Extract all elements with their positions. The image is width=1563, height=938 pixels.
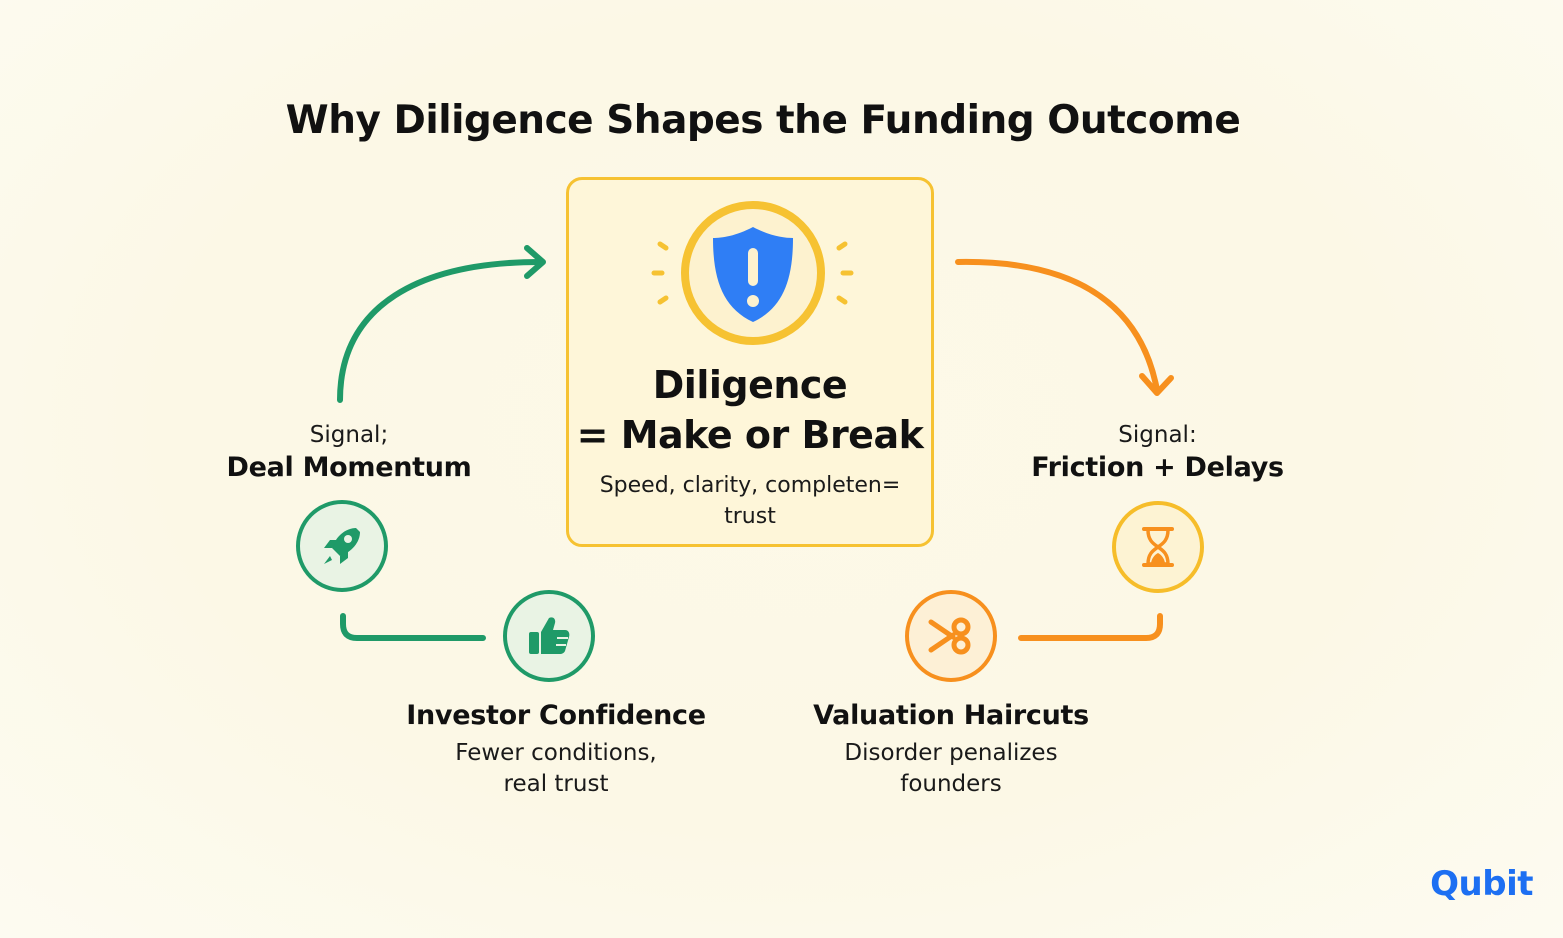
- outcome-valuation-haircuts: Valuation Haircuts Disorder penalizes fo…: [798, 698, 1104, 800]
- right-signal: Signal: Friction + Delays: [1010, 420, 1305, 486]
- left-signal-label: Signal;: [309, 422, 389, 448]
- outcome-investor-confidence: Investor Confidence Fewer conditions, re…: [396, 698, 716, 800]
- green-connector: [340, 613, 486, 641]
- outcome-title: Valuation Haircuts: [813, 700, 1089, 731]
- center-subtitle: Speed, clarity, completen= trust: [569, 470, 931, 532]
- center-title-line1: Diligence: [652, 363, 848, 407]
- center-subtitle-line1: Speed, clarity, completen=: [599, 473, 901, 498]
- scissors-icon: [928, 617, 971, 655]
- scissors-badge: [905, 590, 997, 682]
- shield-exclamation-icon: [651, 201, 854, 345]
- right-signal-label: Signal:: [1118, 422, 1197, 448]
- orange-arc-arrow: [955, 258, 1160, 393]
- green-arc-arrow: [337, 259, 543, 403]
- center-card: Diligence = Make or Break Speed, clarity…: [566, 177, 934, 547]
- center-subtitle-line2: trust: [724, 504, 776, 529]
- outcome-desc: Disorder penalizes founders: [798, 738, 1104, 800]
- green-arrowhead: [524, 245, 546, 279]
- right-signal-value: Friction + Delays: [1031, 452, 1284, 483]
- orange-connector: [1018, 613, 1163, 641]
- orange-arrowhead: [1139, 373, 1174, 396]
- outcome-desc: Fewer conditions, real trust: [396, 738, 716, 800]
- hourglass-badge: [1112, 501, 1204, 593]
- hourglass-icon: [1142, 527, 1174, 567]
- rocket-badge: [296, 500, 388, 592]
- thumbs-up-icon: [529, 617, 570, 654]
- outcome-title: Investor Confidence: [406, 700, 706, 731]
- brand-logo: Qubit: [1430, 864, 1533, 904]
- outcome-desc-line1: Disorder penalizes: [844, 740, 1058, 766]
- outcome-desc-line2: real trust: [503, 771, 609, 797]
- thumbs-up-badge: [503, 590, 595, 682]
- left-signal: Signal; Deal Momentum: [208, 420, 490, 486]
- outcome-desc-line2: founders: [900, 771, 1002, 797]
- left-signal-value: Deal Momentum: [226, 452, 472, 483]
- outcome-desc-line1: Fewer conditions,: [455, 740, 657, 766]
- page-title: Why Diligence Shapes the Funding Outcome: [285, 98, 1241, 143]
- rocket-icon: [324, 528, 360, 564]
- center-title-line2: = Make or Break: [576, 413, 924, 457]
